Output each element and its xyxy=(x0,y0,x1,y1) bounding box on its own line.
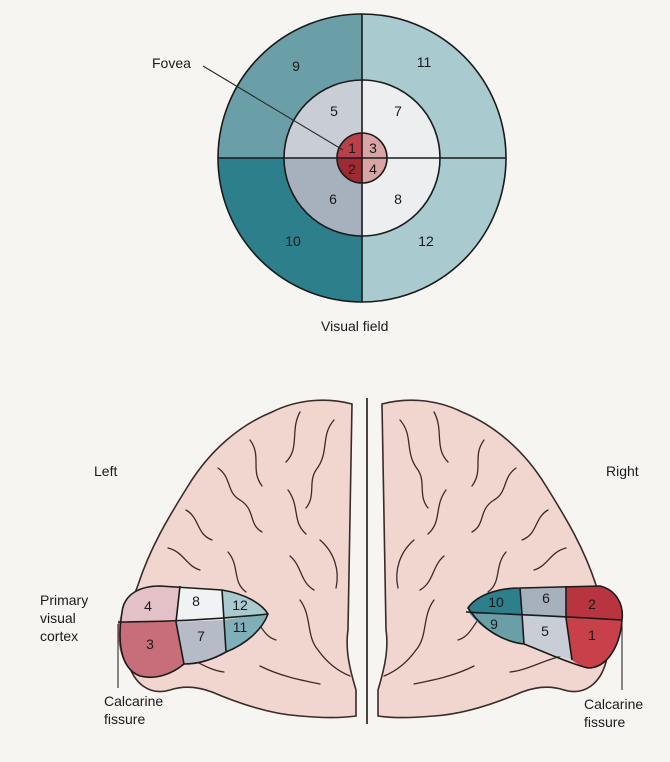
cortex-right-label-1: 1 xyxy=(588,627,596,643)
cortex-left-label-7: 7 xyxy=(197,628,205,644)
left-label: Left xyxy=(94,463,117,479)
cortex-right-label-5: 5 xyxy=(541,623,549,639)
calcarine-label-right: Calcarine fissure xyxy=(584,696,643,730)
region-label-11: 11 xyxy=(417,54,432,70)
svg-text:Calcarine: Calcarine xyxy=(104,693,163,709)
primary-visual-cortex-label: Primary visual cortex xyxy=(40,592,88,644)
cortex-right-region-1 xyxy=(566,618,622,668)
visual-field-diagram: 9 11 10 12 5 7 6 8 1 2 3 4 Fovea Visual … xyxy=(152,14,506,334)
fovea-label: Fovea xyxy=(152,55,191,71)
svg-text:Primary: Primary xyxy=(40,592,88,608)
cortex-left-label-8: 8 xyxy=(192,593,200,609)
cortex-left-label-4: 4 xyxy=(144,598,152,614)
cortex-left-label-3: 3 xyxy=(146,636,154,652)
cortex-right-label-10: 10 xyxy=(488,594,504,610)
right-label: Right xyxy=(606,463,639,479)
region-label-7: 7 xyxy=(394,103,402,119)
region-label-12: 12 xyxy=(418,233,434,249)
region-label-8: 8 xyxy=(394,191,402,207)
visual-field-title: Visual field xyxy=(321,318,388,334)
svg-text:cortex: cortex xyxy=(40,628,78,644)
cortex-left-label-12: 12 xyxy=(232,597,248,613)
svg-text:fissure: fissure xyxy=(584,714,625,730)
region-label-4: 4 xyxy=(369,161,377,177)
region-label-6: 6 xyxy=(329,191,337,207)
cortex-right-label-6: 6 xyxy=(542,590,550,606)
cortex-left-label-11: 11 xyxy=(233,619,248,635)
region-label-5: 5 xyxy=(330,103,338,119)
cortex-right-label-2: 2 xyxy=(588,596,596,612)
cortex-right-label-9: 9 xyxy=(490,616,498,632)
svg-text:Calcarine: Calcarine xyxy=(584,696,643,712)
region-label-1: 1 xyxy=(348,140,356,156)
region-label-10: 10 xyxy=(285,233,301,249)
region-label-3: 3 xyxy=(369,140,377,156)
svg-text:fissure: fissure xyxy=(104,711,145,727)
brain-diagram: 4 3 8 7 12 11 10 9 6 5 2 1 Left xyxy=(40,398,643,730)
calcarine-label-left: Calcarine fissure xyxy=(104,693,163,727)
right-hemisphere xyxy=(378,400,608,717)
svg-text:visual: visual xyxy=(40,610,76,626)
cortex-left-region-8 xyxy=(176,586,224,622)
region-label-2: 2 xyxy=(348,161,356,177)
region-label-9: 9 xyxy=(292,58,300,74)
